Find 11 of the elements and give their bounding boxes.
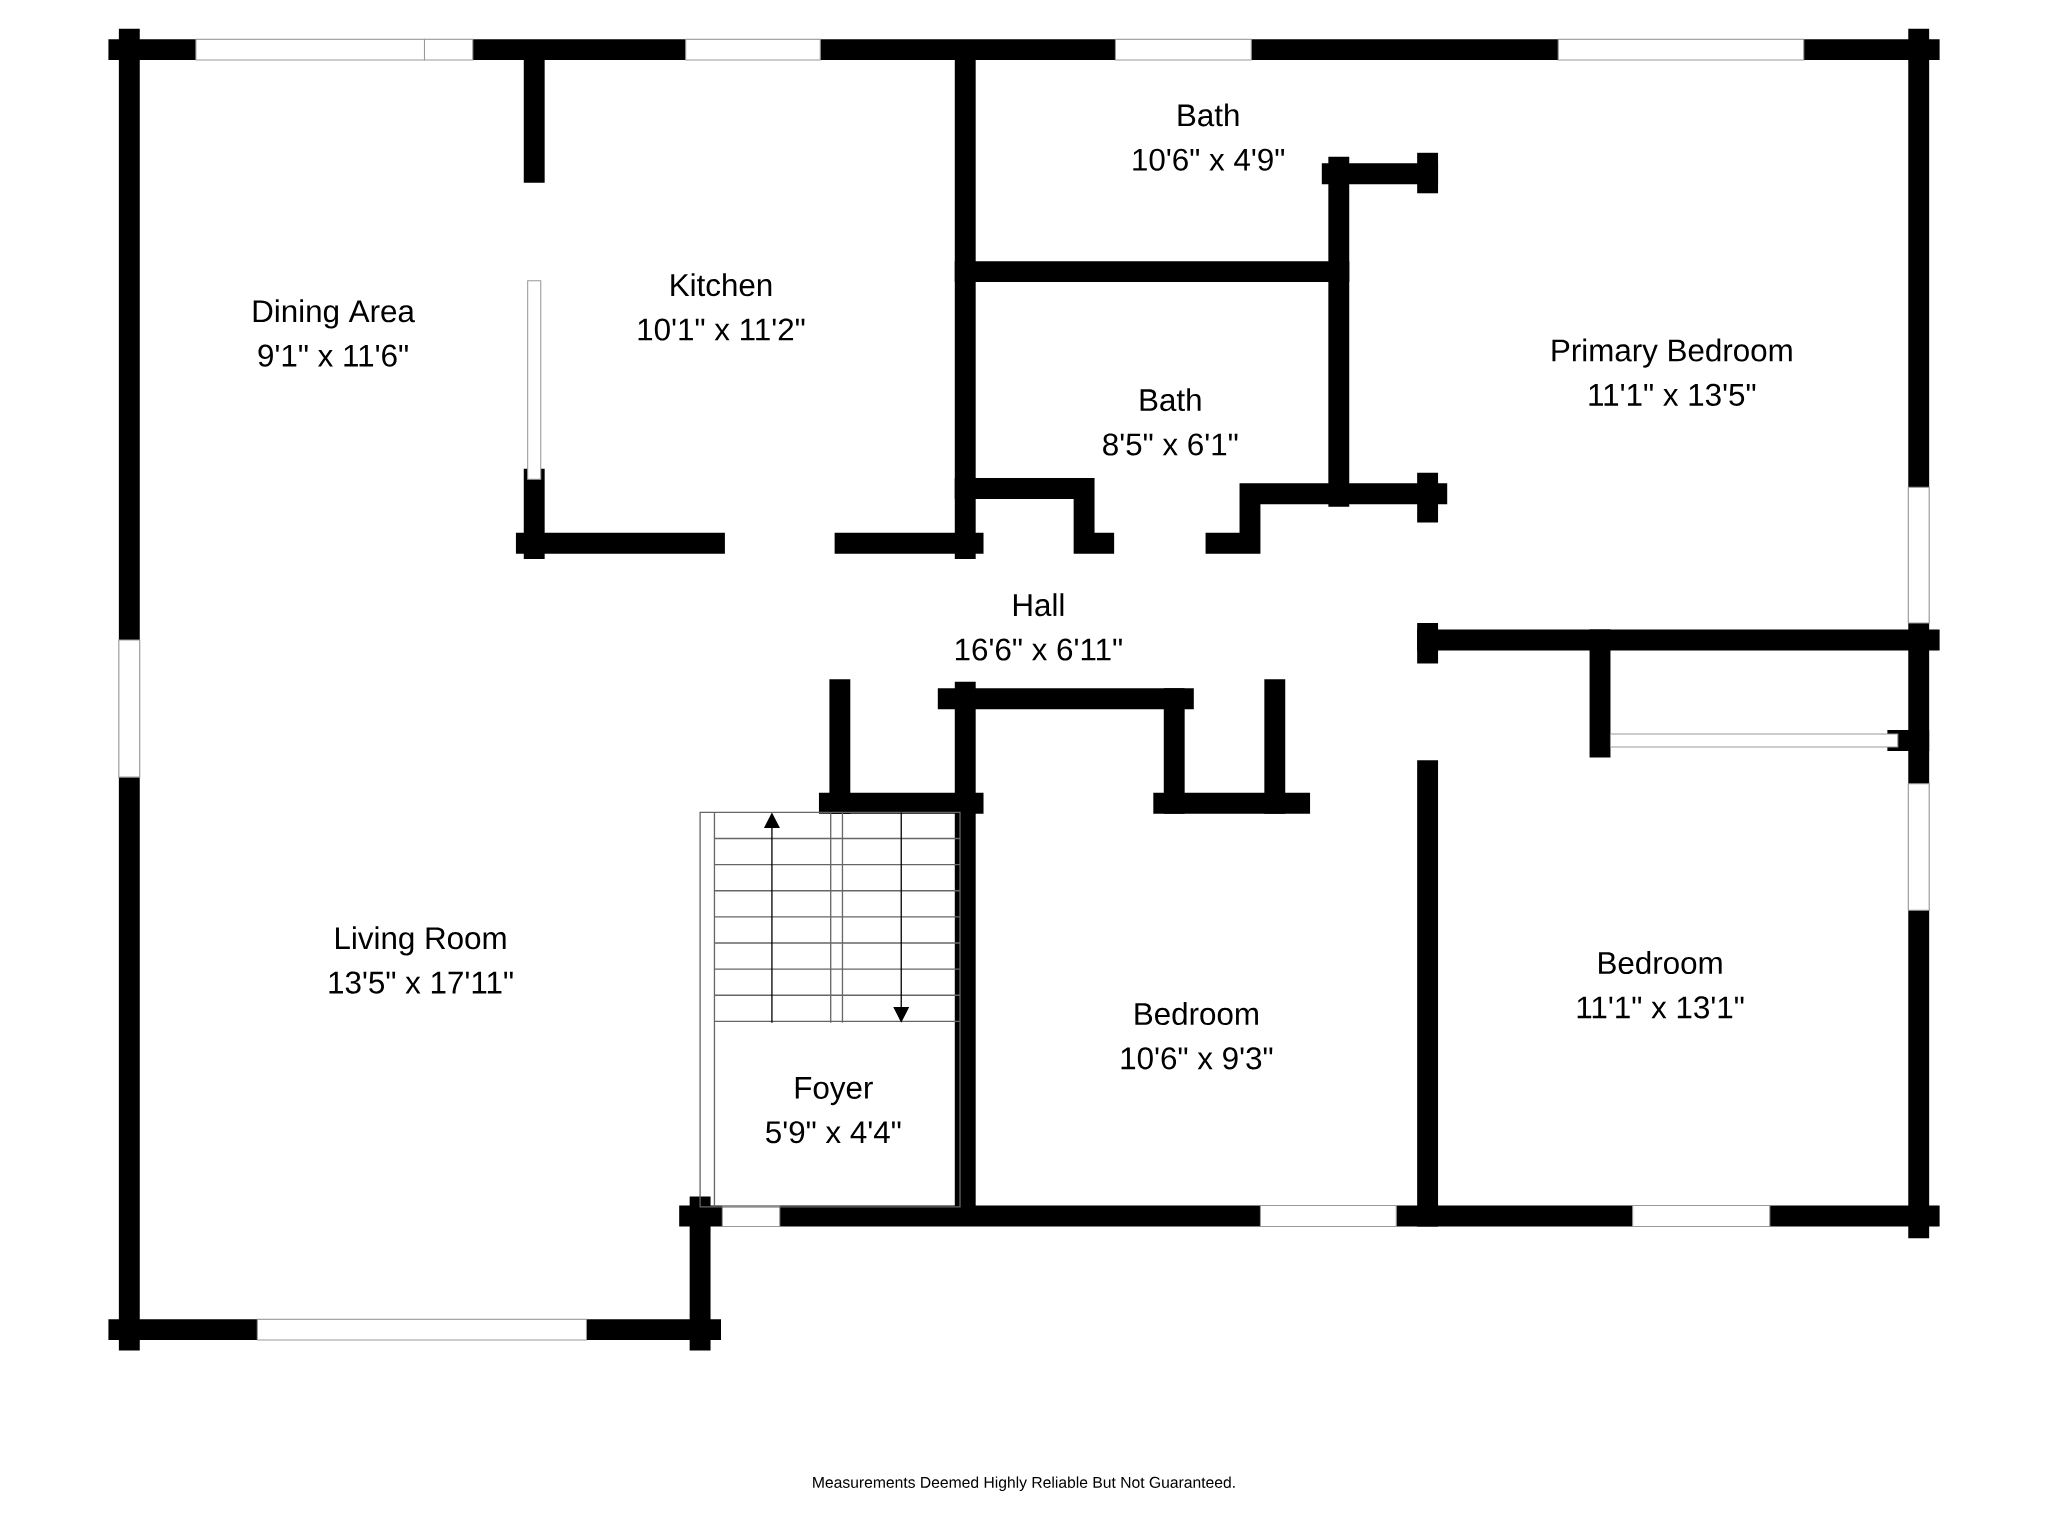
footer-note: Measurements Deemed Highly Reliable But Not Guaranteed.: [813, 1476, 1235, 1492]
room-label: Bath 8'5" x 6'1": [1103, 388, 1238, 456]
room-label: Hall 16'6" x 6'11": [955, 593, 1122, 661]
room-label: Living Room 13'5" x 17'11": [329, 926, 513, 994]
room-label: Kitchen 10'1" x 11'2": [638, 273, 805, 341]
room-label: Primary Bedroom 11'1" x 13'5": [1552, 338, 1792, 406]
room-label: Bedroom 11'1" x 13'1": [1577, 951, 1744, 1019]
room-label: Foyer 5'9" x 4'4": [766, 1077, 901, 1144]
room-label: Bath 10'6" x 4'9": [1133, 103, 1285, 171]
room-label: Dining Area 9'1" x 11'6": [253, 299, 415, 367]
room-label: Bedroom 10'6" x 9'3": [1121, 1002, 1273, 1070]
